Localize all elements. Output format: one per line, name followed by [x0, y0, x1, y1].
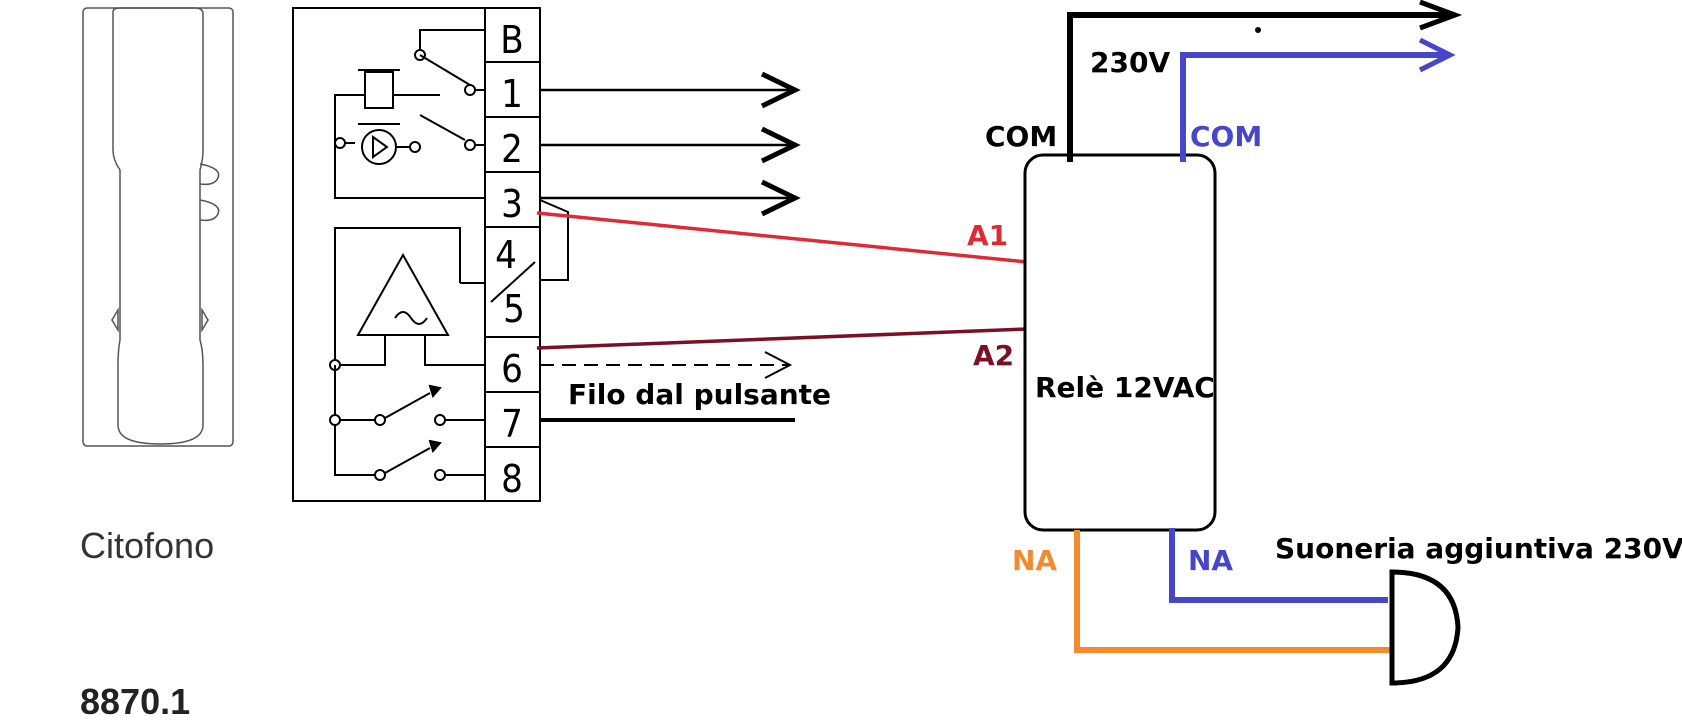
output-arrows [540, 71, 801, 217]
mains-label: 230V [1090, 46, 1170, 79]
terminal-2: 2 [501, 127, 523, 171]
wire-a2 [536, 327, 1028, 350]
button-wire-dashed [540, 351, 793, 379]
relay-na-right: NA [1188, 544, 1233, 577]
handset-drawing [82, 7, 234, 447]
terminal-7: 7 [501, 402, 523, 446]
na-blue-wire [1169, 528, 1388, 603]
relay-com-right: COM [1190, 120, 1262, 153]
terminal-labels: B 1 2 3 4 5 6 7 8 [495, 18, 525, 501]
relay-title: Relè 12VAC [1035, 371, 1215, 404]
relay-com-left: COM [985, 120, 1057, 153]
intercom-model: 8870.1 [80, 681, 190, 722]
terminal-8: 8 [501, 457, 523, 501]
bell-title: Suoneria aggiuntiva 230V [1275, 532, 1682, 565]
intercom-caption: Citofono [80, 525, 214, 566]
terminal-1: 1 [501, 72, 523, 116]
mains-black-wire [1067, 0, 1463, 162]
terminal-3: 3 [501, 182, 523, 226]
bell-icon [1389, 569, 1461, 686]
relay-a1-label: A1 [967, 219, 1008, 252]
terminal-b: B [500, 18, 523, 62]
terminal-6: 6 [501, 347, 523, 391]
terminal-5: 5 [503, 287, 525, 331]
relay-body [1023, 153, 1217, 532]
relay-na-left: NA [1012, 544, 1057, 577]
intercom-schematic [292, 7, 569, 502]
mains-blue-wire [1180, 37, 1456, 162]
wire-a1 [536, 211, 1028, 264]
button-wire-label: Filo dal pulsante [568, 378, 831, 411]
terminal-4: 4 [495, 233, 517, 277]
relay-a2-label: A2 [973, 339, 1014, 372]
na-orange-wire [1074, 530, 1398, 653]
